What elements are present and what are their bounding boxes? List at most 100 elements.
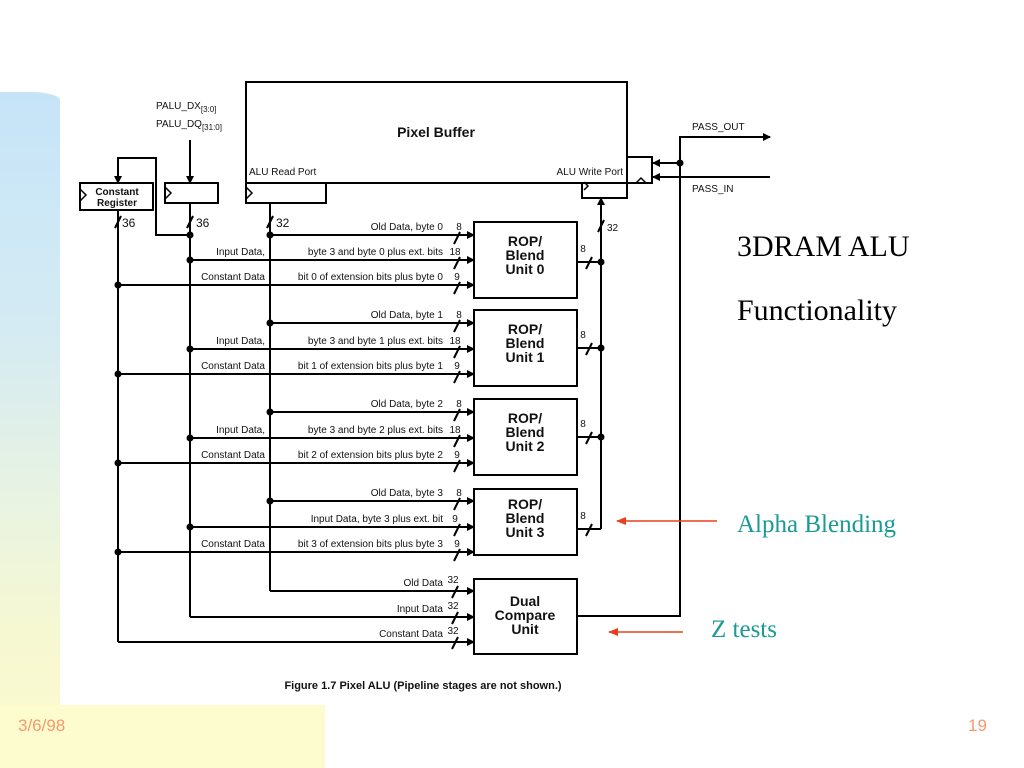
rop-unit-title-line1: ROP/ <box>508 410 542 426</box>
compare-unit-title-line1: Dual <box>510 593 540 609</box>
annotation-z-tests: Z tests <box>711 616 777 643</box>
compare-input-width: 32 <box>447 601 459 612</box>
constant-register-label-1: Constant <box>95 187 139 198</box>
bus-slash <box>585 342 593 356</box>
old-data-width: 8 <box>456 399 462 410</box>
input-data-label: Input Data, <box>216 247 265 258</box>
constant-data-desc: bit 0 of extension bits plus byte 0 <box>298 272 444 283</box>
pixel-buffer-label: Pixel Buffer <box>397 124 475 140</box>
constant-data-label: Constant Data <box>201 272 265 283</box>
compare-input-width: 32 <box>447 626 459 637</box>
palu-dq-label: PALU_DQ[31:0] <box>156 119 222 132</box>
rop-unit-title-line3: Unit 2 <box>506 438 545 454</box>
bus-slash <box>453 370 461 384</box>
rop-unit-title-line3: Unit 0 <box>506 261 545 277</box>
input-data-width: 9 <box>452 514 458 525</box>
bus-slash <box>453 497 461 511</box>
figure-caption: Figure 1.7 Pixel ALU (Pipeline stages ar… <box>284 680 561 692</box>
bus-slash <box>453 281 461 295</box>
rop-output-width: 8 <box>580 244 586 255</box>
constant-data-width: 9 <box>454 539 460 550</box>
bus-slash <box>585 431 593 445</box>
rop-output-width: 8 <box>580 511 586 522</box>
rop-unit-title-line3: Unit 1 <box>506 349 545 365</box>
annotation-arrows <box>608 517 717 636</box>
old-data-label: Old Data, byte 0 <box>371 222 444 233</box>
footer-page-number: 19 <box>968 716 987 735</box>
bus-slash <box>451 585 459 599</box>
input-data-label: Input Data, <box>216 336 265 347</box>
old-data-label: Old Data, byte 3 <box>371 488 444 499</box>
input-data-width: 18 <box>449 425 461 436</box>
slide-background-gradient <box>0 92 60 768</box>
read-port-width: 32 <box>276 216 290 230</box>
bus-slash <box>453 256 461 270</box>
constant-data-width: 9 <box>454 361 460 372</box>
rop-unit-title-line2: Blend <box>506 335 545 351</box>
bus-slash <box>453 408 461 422</box>
old-data-width: 8 <box>456 488 462 499</box>
rop-unit-title-line1: ROP/ <box>508 233 542 249</box>
input-data-label: Input Data, <box>216 425 265 436</box>
bus-slash <box>453 345 461 359</box>
input-data-desc: byte 3 and byte 2 plus ext. bits <box>308 425 443 436</box>
compare-unit-title-line3: Unit <box>511 621 539 637</box>
bus-slash <box>453 434 461 448</box>
input-data-desc: byte 3 and byte 0 plus ext. bits <box>308 247 443 258</box>
old-data-label: Old Data, byte 1 <box>371 310 444 321</box>
input-data-width: 18 <box>449 247 461 258</box>
write-port-label: ALU Write Port <box>557 167 624 178</box>
pass-in-label: PASS_IN <box>692 184 734 195</box>
pixel-buffer-box <box>245 81 628 184</box>
old-data-width: 8 <box>456 222 462 233</box>
slide-title-line2: Functionality <box>737 294 897 327</box>
bus-slash <box>585 523 593 537</box>
input-data-desc: Input Data, byte 3 plus ext. bit <box>311 514 444 525</box>
rop-unit-title-line1: ROP/ <box>508 321 542 337</box>
constant-data-desc: bit 2 of extension bits plus byte 2 <box>298 450 444 461</box>
old-data-width: 8 <box>456 310 462 321</box>
clock-triangle-icons <box>79 176 647 202</box>
compare-input-label: Constant Data <box>379 629 443 640</box>
palu-dx-label: PALU_DX[3:0] <box>156 101 216 114</box>
constant-data-label: Constant Data <box>201 539 265 550</box>
junction-dots <box>114 159 684 556</box>
rop-output-width: 8 <box>580 419 586 430</box>
rop-unit-title-line2: Blend <box>506 247 545 263</box>
rop-unit-title-line3: Unit 3 <box>506 524 545 540</box>
rop-unit-title-line1: ROP/ <box>508 496 542 512</box>
slide-footer-band <box>0 705 325 768</box>
read-port-register <box>245 182 327 204</box>
constant-data-width: 9 <box>454 450 460 461</box>
input-reg-width: 36 <box>196 216 210 230</box>
slide-title-line1: 3DRAM ALU <box>737 230 910 263</box>
const-reg-width: 36 <box>122 216 136 230</box>
pass-mux <box>626 156 653 184</box>
bus-slash <box>585 256 593 270</box>
bus-width-slashes <box>114 215 605 650</box>
input-data-desc: byte 3 and byte 1 plus ext. bits <box>308 336 443 347</box>
compare-unit-title-line2: Compare <box>495 607 556 623</box>
bus-slash <box>453 459 461 473</box>
rop-output-width: 8 <box>580 330 586 341</box>
rop-unit-title-line2: Blend <box>506 510 545 526</box>
input-register-box <box>164 182 219 204</box>
constant-register-label-2: Register <box>97 198 137 209</box>
write-port-width: 32 <box>607 223 619 234</box>
constant-data-width: 9 <box>454 272 460 283</box>
compare-input-label: Old Data <box>404 578 444 589</box>
bus-slash <box>453 548 461 562</box>
constant-data-label: Constant Data <box>201 450 265 461</box>
bus-slash <box>451 636 459 650</box>
bus-slash <box>453 231 461 245</box>
rop-unit-title-line2: Blend <box>506 424 545 440</box>
constant-data-desc: bit 1 of extension bits plus byte 1 <box>298 361 444 372</box>
input-data-width: 18 <box>449 336 461 347</box>
constant-data-desc: bit 3 of extension bits plus byte 3 <box>298 539 444 550</box>
bus-slash <box>451 611 459 625</box>
bus-slash <box>453 523 461 537</box>
constant-data-label: Constant Data <box>201 361 265 372</box>
old-data-label: Old Data, byte 2 <box>371 399 444 410</box>
